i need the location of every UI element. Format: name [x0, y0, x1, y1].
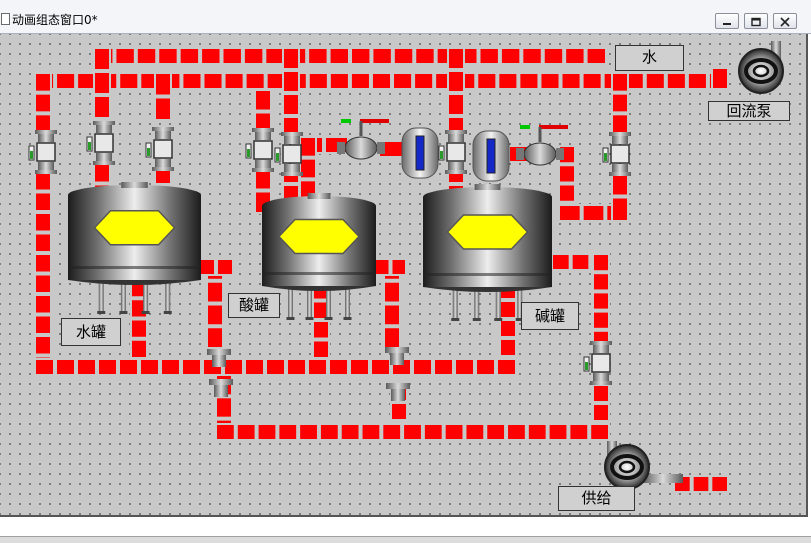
pipe-acid-mixer-link: [378, 140, 409, 158]
fitting-acid-outlet-left[interactable]: [207, 349, 231, 367]
status-strip: [0, 536, 811, 543]
pipe-reflux-tap: [711, 67, 729, 90]
tank-level-indicator: [93, 210, 176, 246]
pump-icon-reflux[interactable]: [738, 41, 784, 94]
label-water-tank: 水罐: [61, 318, 121, 346]
tank-level-indicator: [277, 218, 361, 255]
pump-icon-supply[interactable]: [604, 441, 683, 490]
tank-icon-alkali: [423, 184, 552, 321]
pipe-acid-dose-drop: [299, 136, 317, 201]
tank-icon-acid: [262, 193, 376, 320]
fitting-supply-mid[interactable]: [386, 383, 410, 401]
canvas-border-bottom: [0, 515, 808, 517]
pipe-supply-out: [673, 475, 729, 493]
mixer-vessel-icon-acid: [401, 127, 439, 179]
pipe-bottom-collector: [34, 358, 517, 376]
label-acid-tank: 酸罐: [228, 293, 280, 318]
pipe-alkali-valve2-out: [611, 171, 629, 222]
valve-alkali-inlet-2[interactable]: [602, 132, 631, 176]
minimize-button[interactable]: [715, 13, 739, 29]
pipe-alkali-supply-riser: [592, 253, 610, 349]
valve-water-inlet-1[interactable]: [86, 121, 115, 165]
pipe-supply-header: [215, 423, 610, 441]
pipe-acid-tank-drain: [312, 281, 330, 359]
fitting-alkali-outlet[interactable]: [385, 347, 409, 365]
valve-water-inlet-2[interactable]: [145, 127, 174, 171]
pipe-left-riser: [34, 171, 52, 376]
label-water: 水: [615, 45, 684, 71]
label-alkali-tank: 碱罐: [521, 302, 579, 330]
pipe-alkali-valve1-in: [447, 47, 465, 139]
valve-left-riser[interactable]: [28, 130, 57, 174]
window-titlebar: 动画组态窗口0*: [0, 0, 811, 34]
pipe-top-header: [93, 47, 607, 65]
pipe-acid-valve2-in: [282, 47, 300, 139]
dosing-valve-icon-alkali[interactable]: [516, 125, 568, 166]
mixer-vessel-icon-alkali: [472, 130, 510, 182]
tank-icon-water: [68, 182, 201, 314]
document-icon: [1, 13, 10, 25]
window-title: 动画组态窗口0*: [12, 13, 98, 27]
pipe-alkali-valve2-in: [611, 72, 629, 134]
pipe-alkali-tank-out-elbow: [374, 258, 407, 276]
tank-level-indicator: [446, 214, 529, 250]
pipe-left-drop: [34, 72, 52, 134]
restore-button[interactable]: [744, 13, 768, 29]
valve-alkali-inlet-1[interactable]: [438, 130, 467, 174]
valve-supply-riser[interactable]: [583, 341, 612, 385]
pipe-acid-tank-out-left-elbow: [198, 258, 234, 276]
label-supply: 供给: [558, 486, 635, 511]
valve-acid-inlet-2[interactable]: [274, 132, 303, 176]
equipment-layer: [28, 41, 784, 490]
canvas-border-right: [806, 34, 808, 518]
restore-icon: [751, 17, 761, 27]
minimize-icon: [723, 23, 731, 25]
valve-acid-inlet-1[interactable]: [245, 128, 274, 172]
close-button[interactable]: [773, 13, 797, 29]
pipe-network: [34, 47, 729, 493]
fitting-supply-left[interactable]: [209, 379, 233, 397]
dosing-valve-icon-acid[interactable]: [337, 119, 389, 160]
close-icon: [780, 17, 790, 27]
pipe-water-valve1-in: [93, 47, 111, 119]
pipe-water-valve2-in: [154, 72, 172, 121]
pipe-acid-valve1-in: [254, 89, 272, 134]
label-reflux-pump: 回流泵: [708, 101, 790, 121]
